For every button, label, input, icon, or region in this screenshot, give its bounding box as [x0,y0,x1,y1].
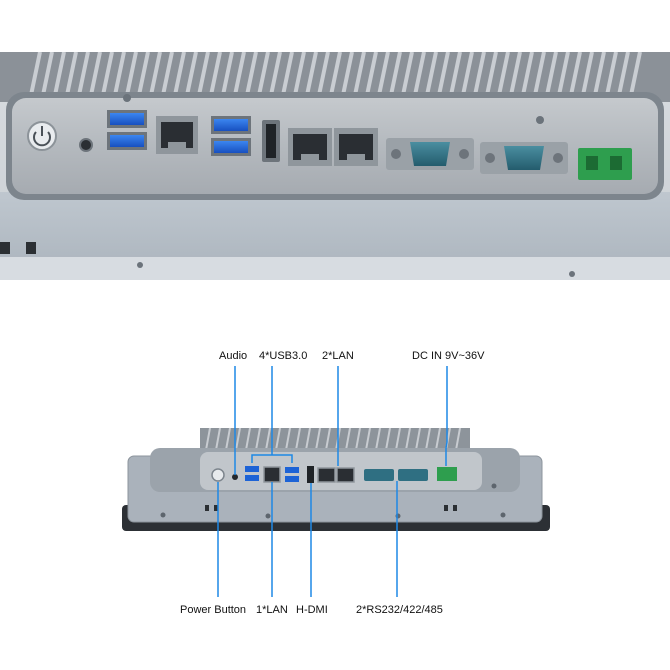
callout-bracket-usb [251,454,293,463]
serial-port[interactable] [480,142,568,174]
mini-dc-terminal[interactable] [437,467,457,481]
usb-label: 4*USB3.0 [259,350,308,362]
mini-usb-port[interactable] [285,467,299,473]
hdmi-label: H-DMI [296,604,328,616]
mini-lan-port[interactable] [336,467,355,483]
callout-line-dc [445,366,448,449]
screw [160,512,166,518]
lan1-label: 1*LAN [256,604,288,616]
lan2-label: 2*LAN [322,350,354,362]
audio-label: Audio [219,350,248,362]
vent-slot [444,505,448,511]
screw [491,483,497,489]
vent-slot [26,242,36,254]
chassis-lip [0,257,670,280]
io-panel-closeup-drawing [0,52,670,280]
mini-usb-port[interactable] [245,466,259,472]
mini-hdmi-port[interactable] [307,466,314,483]
mini-serial-port[interactable] [398,469,428,481]
vent-slot [453,505,457,511]
usb-port[interactable] [107,110,147,128]
mini-serial-port[interactable] [364,469,394,481]
callout-lines [217,366,448,597]
hdmi-port[interactable] [262,120,280,162]
lan-port[interactable] [334,128,378,166]
screw [265,513,271,519]
vent-slot [0,242,10,254]
mini-audio-jack[interactable] [232,474,238,480]
screw [123,94,131,102]
mini-lan-port[interactable] [317,467,336,483]
dc-terminal-block[interactable] [578,148,632,180]
device-heatsink-fins [205,427,461,451]
power-icon [33,131,51,147]
screw [500,512,506,518]
usb-port[interactable] [107,132,147,150]
mini-power-button[interactable] [211,468,225,482]
usb-port[interactable] [211,116,251,134]
vent-slot [214,505,218,511]
lan-port[interactable] [288,128,332,166]
screw [536,116,544,124]
mini-usb-port[interactable] [285,476,299,482]
mini-lan-port[interactable] [263,466,281,483]
screw [569,271,575,277]
usb-port[interactable] [211,138,251,156]
serial-port[interactable] [386,138,474,170]
power-button-label: Power Button [180,604,247,616]
dc-in-label: DC IN 9V~36V [412,350,485,362]
audio-jack[interactable] [79,138,93,152]
serial-label: 2*RS232/422/485 [356,604,443,616]
screw [137,262,143,268]
vent-slot [205,505,209,511]
io-panel-closeup-photo [0,52,670,280]
lan-port[interactable] [156,116,198,154]
mini-usb-port[interactable] [245,475,259,481]
